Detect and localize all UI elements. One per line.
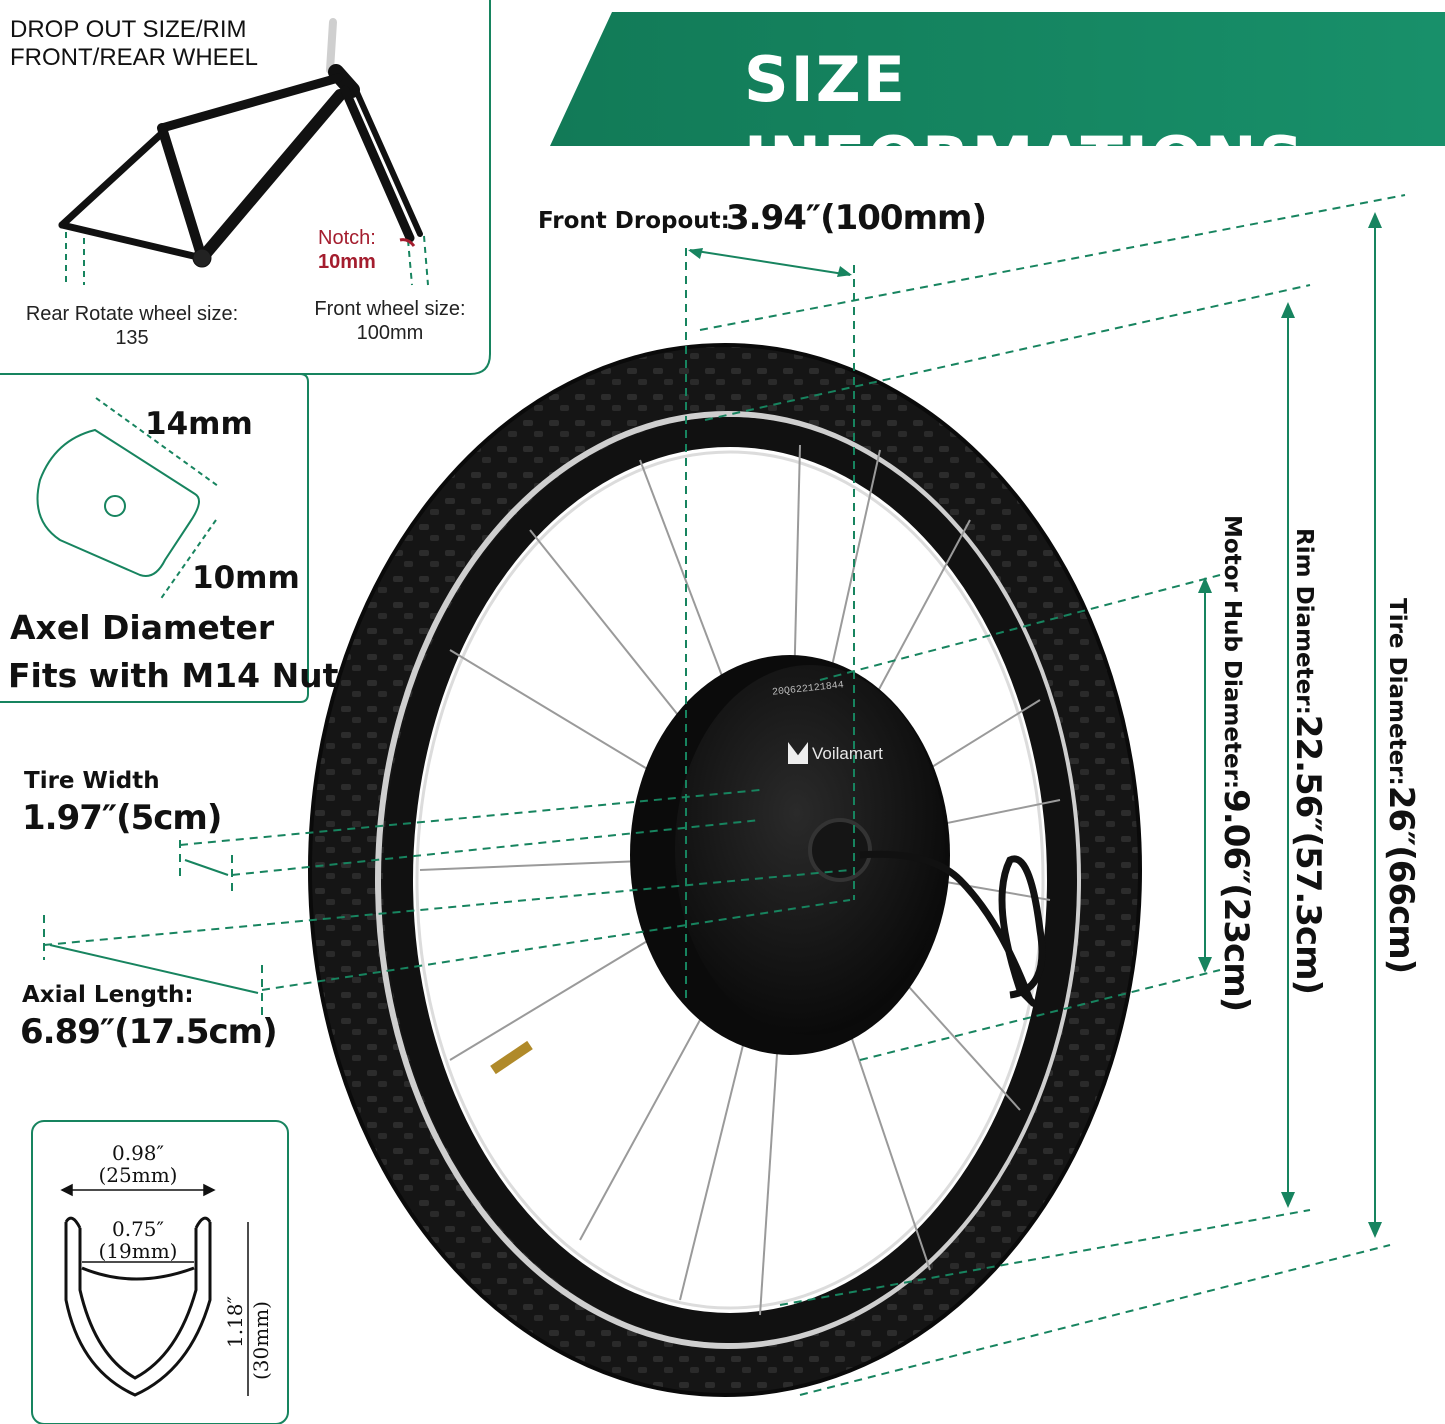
axle-panel-border [0, 373, 309, 703]
dimension-lines [43, 194, 1406, 1396]
frame-dimension-marks [65, 232, 429, 286]
tire-diameter-text: Tire Diameter:26″(66cm) [1381, 598, 1421, 973]
rim-inner-width-mm: (19mm) [98, 1239, 178, 1263]
banner-shape [550, 12, 1445, 146]
axle-drawing [36, 397, 219, 601]
rim-diameter-value: 22.56″(57.3cm) [1288, 714, 1328, 995]
axial-length-value: 6.89″(17.5cm) [20, 1012, 278, 1052]
valve-stem [490, 1040, 533, 1075]
notch-value: 10mm [318, 251, 376, 273]
axial-length-label: Axial Length: [22, 982, 194, 1008]
motor-hub-diameter-value: 9.06″(23cm) [1216, 789, 1256, 1012]
axle-caption-line2: Fits with M14 Nut [8, 656, 339, 695]
axle-height-value: 10mm [192, 560, 300, 596]
dimension-arrowheads [688, 212, 1382, 1238]
rim-height-in: 1.18″ [223, 1295, 247, 1348]
rim-outer-width-mm: (25mm) [98, 1163, 178, 1187]
rim-diameter-text: Rim Diameter:22.56″(57.3cm) [1288, 528, 1328, 994]
front-dropout-value: 3.94″(100mm) [726, 198, 987, 238]
rim-profile-dimension-lines [60, 1183, 249, 1396]
tire-diameter-value: 26″(66cm) [1381, 785, 1421, 974]
rim-diameter-label: Rim Diameter: [1291, 528, 1317, 715]
tire-diameter-label: Tire Diameter: [1384, 598, 1410, 786]
axle-width-value: 14mm [145, 406, 253, 442]
banner-title: SIZE INFORMATIONS [744, 43, 1306, 196]
front-wheel-size-label: Front wheel size: [314, 298, 466, 320]
wheel-drawing [308, 343, 1142, 1397]
rim-outer-width-in: 0.98″ [111, 1141, 164, 1165]
rear-wheel-size-label: Rear Rotate wheel size: [25, 303, 239, 325]
frame-panel-title-line2: FRONT/REAR WHEEL [10, 44, 259, 71]
axle-caption-line1: Axel Diameter [10, 608, 275, 647]
tire-width-label: Tire Width [24, 768, 160, 794]
rim-profile-drawing [64, 1216, 212, 1397]
motor-cable [859, 850, 1046, 1007]
front-wheel-size-value: 100mm [356, 322, 424, 344]
motor-brand: Voilamart [812, 744, 883, 763]
rim-height-mm: (30mm) [249, 1301, 273, 1380]
notch-label: Notch: [318, 227, 376, 249]
rim-inner-width-in: 0.75″ [111, 1217, 164, 1241]
motor-hub-diameter-text: Motor Hub Diameter:9.06″(23cm) [1216, 515, 1256, 1011]
tire-width-value: 1.97″(5cm) [22, 798, 222, 838]
rear-wheel-size-value: 135 [115, 327, 149, 349]
notch-marker [399, 238, 416, 247]
rim-profile-panel [31, 1120, 289, 1424]
motor-hub-diameter-label: Motor Hub Diameter: [1219, 515, 1245, 790]
frame-panel-title-line1: DROP OUT SIZE/RIM [10, 16, 247, 43]
bike-frame-drawing [58, 18, 423, 268]
frame-panel-border [0, 0, 491, 375]
front-dropout-label: Front Dropout: [538, 208, 730, 234]
